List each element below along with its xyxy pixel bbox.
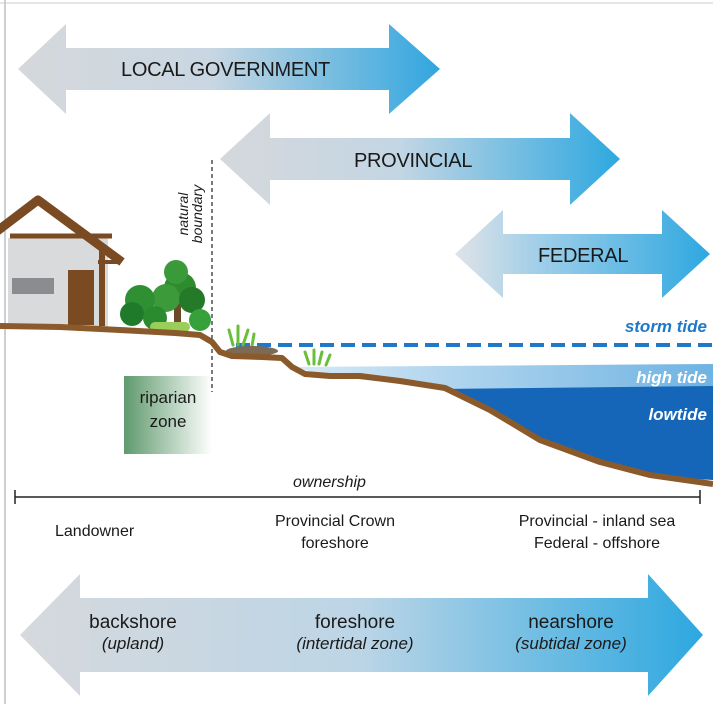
riparian-label-line2: zone [149,412,187,431]
riparian-label-line1: riparian [139,388,197,407]
provincial-label: PROVINCIAL [354,150,473,172]
federal-label: FEDERAL [538,245,629,267]
federal-arrow [455,210,710,298]
sea-ownership-line1: Provincial - inland sea [518,513,676,530]
high-tide-label: high tide [636,368,707,387]
backshore-sub: (upland) [101,634,165,653]
house-illustration [0,195,125,328]
provincial-crown-line2: foreshore [301,535,369,552]
riparian-zone-box [124,376,212,454]
local-government-arrow [18,24,440,114]
backshore-name: backshore [89,612,177,633]
nearshore-name: nearshore [528,612,614,633]
sea-ownership-line2: Federal - offshore [534,535,660,552]
riparian-zone-label: riparian zone [124,386,212,434]
provincial-crown-line1: Provincial Crown [274,513,396,530]
low-tide-label: lowtide [648,405,707,424]
provincial-crown-label: Provincial Crown foreshore [250,511,420,555]
sea-ownership-label: Provincial - inland sea Federal - offsho… [497,511,697,555]
shoreline-grass [227,324,332,367]
foreshore-sub: (intertidal zone) [296,634,414,653]
shore-zone-arrow [20,574,703,696]
foreshore-label: foreshore (intertidal zone) [270,612,440,654]
nearshore-label: nearshore (subtidal zone) [496,612,646,654]
landowner-label: Landowner [55,523,135,540]
provincial-arrow [220,113,620,205]
ownership-scale [14,490,701,504]
local-government-label: LOCAL GOVERNMENT [121,59,330,81]
storm-tide-label: storm tide [624,317,707,336]
low-tide-water [440,386,713,480]
natural-boundary-label-line1: natural [175,192,191,236]
natural-boundary-label-line2: boundary [189,184,205,244]
ground-profile [0,323,713,487]
foreshore-name: foreshore [314,612,396,633]
riparian-vegetation [120,260,211,332]
nearshore-sub: (subtidal zone) [515,634,627,653]
backshore-label: backshore (upland) [78,612,188,654]
ownership-label: ownership [293,474,366,491]
natural-boundary-label: natural boundary [175,174,205,254]
